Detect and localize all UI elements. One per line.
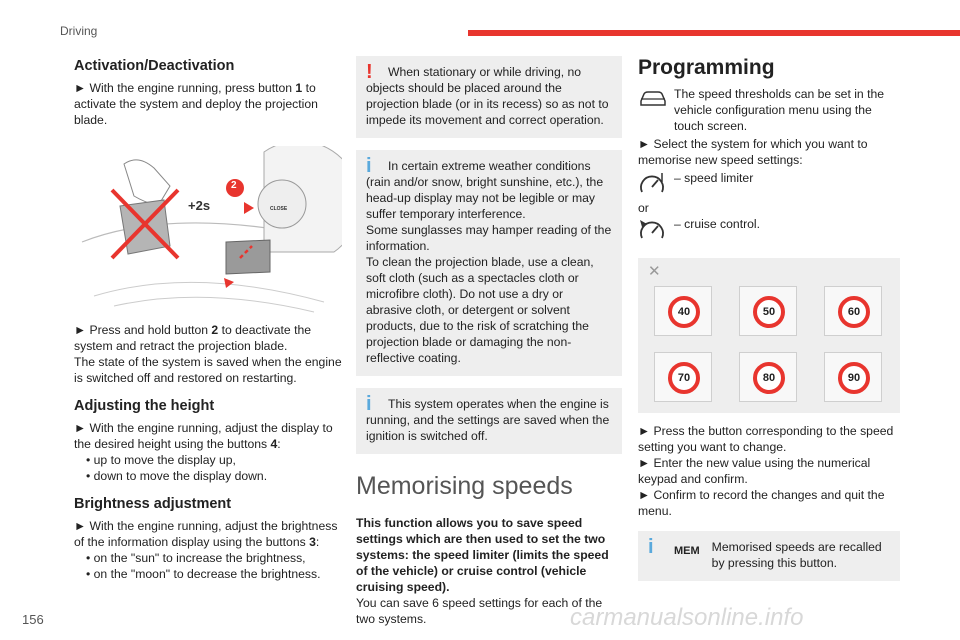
- activation-heading: Activation/Deactivation: [74, 58, 235, 74]
- memorising-text: You can save 6 speed settings for each o…: [356, 596, 603, 626]
- brightness-list: on the "sun" to increase the brightness,…: [74, 550, 342, 582]
- warning-text: When stationary or while driving, no obj…: [366, 65, 609, 127]
- info-operation-text: This system operates when the engine is …: [366, 397, 610, 443]
- header-accent-bar: [468, 30, 960, 36]
- list-item: on the "moon" to decrease the brightness…: [86, 566, 342, 582]
- deactivate-text: ► Press and hold button 2 to deactivate …: [74, 323, 312, 353]
- speed-settings-panel: ✕ 40 50 60 70 80 90: [638, 258, 900, 413]
- memorising-heading: Memorising speeds: [356, 472, 573, 500]
- list-item: on the "sun" to increase the brightness,: [86, 550, 342, 566]
- speed-button-40[interactable]: 40: [654, 286, 712, 336]
- or-text: or: [638, 201, 649, 215]
- section-header: Driving: [60, 24, 98, 38]
- page-number: 156: [22, 612, 44, 627]
- info-box-weather: i In certain extreme weather conditions …: [356, 150, 622, 376]
- info-icon: i: [366, 393, 372, 415]
- speed-limiter-label: – speed limiter: [674, 171, 754, 185]
- speed-button-50[interactable]: 50: [739, 286, 797, 336]
- cruise-control-icon: [640, 220, 664, 239]
- speed-button-60[interactable]: 60: [824, 286, 882, 336]
- cruise-control-row: – cruise control.: [638, 216, 900, 244]
- step-2: ► Enter the new value using the numerica…: [638, 456, 871, 486]
- speed-button-90[interactable]: 90: [824, 352, 882, 402]
- info-text-1: In certain extreme weather conditions (r…: [366, 159, 604, 221]
- list-item: down to move the display down.: [86, 468, 342, 484]
- close-icon[interactable]: ✕: [648, 263, 661, 280]
- column-1: Activation/Deactivation ► With the engin…: [74, 56, 361, 582]
- info-text-3: To clean the projection blade, use a cle…: [366, 255, 594, 365]
- brightness-text: ► With the engine running, adjust the br…: [74, 519, 338, 549]
- config-row: The speed thresholds can be set in the v…: [638, 86, 900, 134]
- speed-button-70[interactable]: 70: [654, 352, 712, 402]
- column-3: Programming The speed thresholds can be …: [638, 56, 900, 593]
- info-icon: i: [648, 536, 654, 558]
- watermark: carmanualsonline.info: [570, 604, 804, 631]
- hud-illustration: 2 +2s CLOSE: [74, 140, 361, 314]
- info-text-2: Some sunglasses may hamper reading of th…: [366, 223, 612, 253]
- state-text: The state of the system is saved when th…: [74, 355, 342, 385]
- brightness-heading: Brightness adjustment: [74, 496, 232, 512]
- height-text: ► With the engine running, adjust the di…: [74, 421, 333, 451]
- height-heading: Adjusting the height: [74, 398, 215, 414]
- column-2: ! When stationary or while driving, no o…: [356, 56, 622, 627]
- list-item: up to move the display up,: [86, 452, 342, 468]
- callout-2: 2: [231, 180, 237, 191]
- hud-diagram-image: [81, 140, 361, 313]
- speed-button-80[interactable]: 80: [739, 352, 797, 402]
- memorising-intro: This function allows you to save speed s…: [356, 516, 609, 594]
- mem-note-text: Memorised speeds are recalled by pressin…: [711, 540, 882, 570]
- car-icon: [640, 91, 666, 106]
- label-close: CLOSE: [270, 206, 288, 212]
- programming-p2: ► Select the system for which you want t…: [638, 137, 868, 167]
- mem-info-box: i MEM Memorised speeds are recalled by p…: [638, 531, 900, 581]
- speed-limiter-row: – speed limiter: [638, 170, 900, 198]
- label-2s: +2s: [188, 198, 211, 213]
- cruise-control-label: – cruise control.: [674, 217, 761, 231]
- step-3: ► Confirm to record the changes and quit…: [638, 488, 885, 518]
- activation-text: ► With the engine running, press button …: [74, 81, 318, 127]
- step-1: ► Press the button corresponding to the …: [638, 424, 894, 454]
- speed-limiter-icon: [640, 173, 664, 193]
- info-box-operation: i This system operates when the engine i…: [356, 388, 622, 454]
- mem-button-label: MEM: [674, 545, 700, 557]
- programming-p1: The speed thresholds can be set in the v…: [674, 87, 885, 133]
- height-list: up to move the display up, down to move …: [74, 452, 342, 484]
- info-icon: i: [366, 155, 372, 177]
- warning-box: ! When stationary or while driving, no o…: [356, 56, 622, 138]
- programming-heading: Programming: [638, 56, 775, 79]
- warning-icon: !: [366, 61, 373, 83]
